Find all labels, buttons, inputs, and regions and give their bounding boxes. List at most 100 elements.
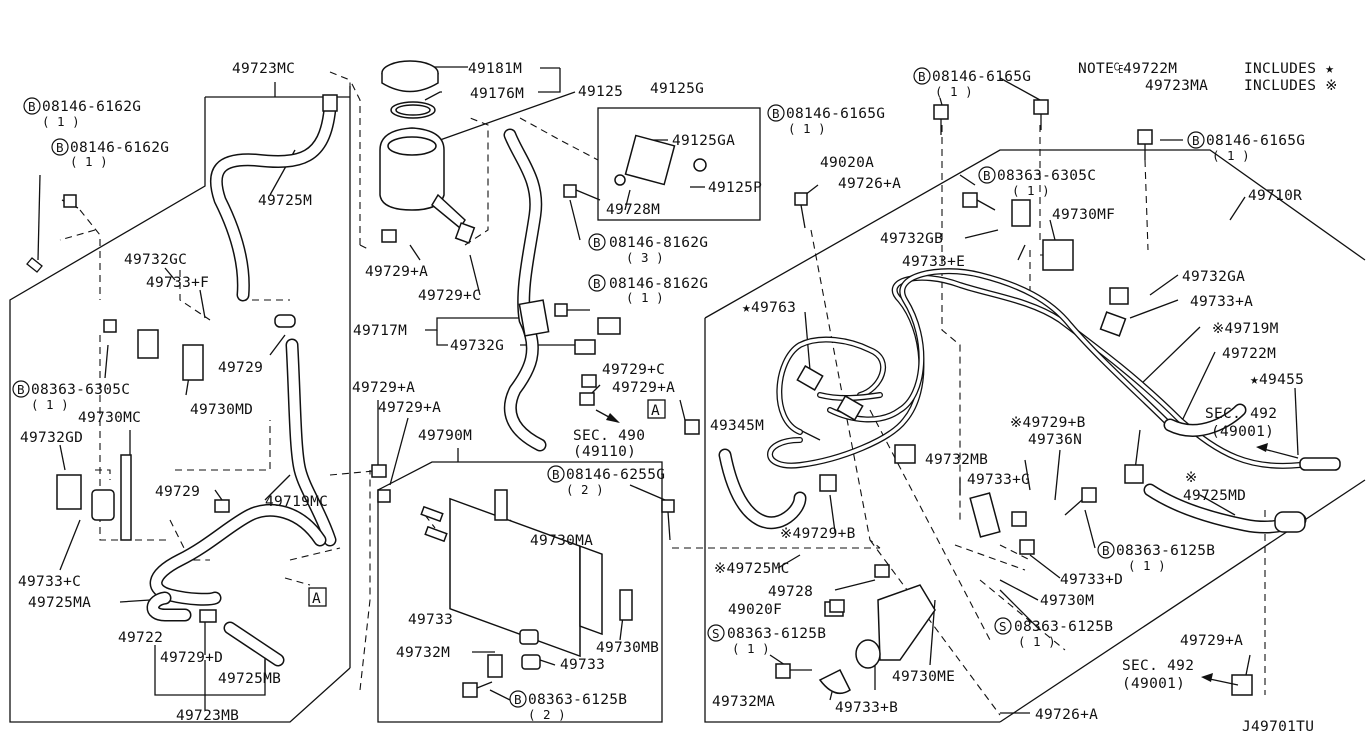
part-label: 49730MF	[1052, 207, 1115, 223]
part-label: 08146-8162G	[609, 276, 708, 292]
part-label: SEC. 492	[1122, 658, 1194, 674]
part-label: 08146-6162G	[42, 99, 141, 115]
part-label: 49733+G	[967, 472, 1030, 488]
part-label: 49733	[408, 612, 453, 628]
part-label: SEC. 490	[573, 428, 645, 444]
part-label: 49723MC	[232, 61, 295, 77]
part-label: ※49719M	[1212, 321, 1279, 337]
part-label: 49730M	[1040, 593, 1094, 609]
marker-s: S	[712, 626, 720, 641]
part-label: ★49763	[742, 300, 796, 316]
part-label: 49726+A	[838, 176, 901, 192]
part-label: 49729+D	[160, 650, 223, 666]
ref-box-a-left[interactable]: A	[308, 587, 327, 607]
part-label: 49729+C	[602, 362, 665, 378]
qty-label: ( 1 )	[1128, 558, 1166, 573]
diagram-code: J49701TU	[1242, 719, 1314, 735]
part-label: 08363-6125B	[1116, 543, 1215, 559]
part-label: 49730MB	[596, 640, 659, 656]
qty-label: ( 1 )	[1012, 183, 1050, 198]
part-label: 49729+A	[352, 380, 415, 396]
qty-label: ( 1 )	[70, 154, 108, 169]
part-label: 49732MB	[925, 452, 988, 468]
part-label: ★49455	[1250, 372, 1304, 388]
part-label: 08146-6165G	[932, 69, 1031, 85]
qty-label: ( 2 )	[528, 707, 566, 722]
part-label: 49729+A	[365, 264, 428, 280]
note-line1-left: NOTE₠49722M	[1078, 61, 1177, 77]
qty-label: ( 1 )	[1018, 634, 1056, 649]
qty-label: ( 1 )	[31, 397, 69, 412]
qty-label: ( 3 )	[626, 250, 664, 265]
leader-lines	[59, 66, 1299, 714]
part-label: ※49729+B	[1010, 415, 1086, 431]
part-label: ※49729+B	[780, 526, 856, 542]
marker-b: B	[1102, 543, 1110, 558]
part-label: 49345M	[710, 418, 764, 434]
qty-label: ( 1 )	[732, 641, 770, 656]
part-label: 49717M	[353, 323, 407, 339]
part-label: 08363-6125B	[727, 626, 826, 642]
part-label: 49725MD	[1183, 488, 1246, 504]
note-line2-left: 49723MA	[1145, 78, 1208, 94]
ref-box-a-left-label: A	[312, 591, 321, 607]
ref-box-a-right[interactable]: A	[647, 399, 666, 419]
part-label: 49733+F	[146, 275, 209, 291]
note-line1-right: INCLUDES ★	[1244, 61, 1334, 77]
marker-b: B	[593, 276, 601, 291]
part-label: 49125GA	[672, 133, 735, 149]
part-label: 49125G	[650, 81, 704, 97]
part-label: 49733+E	[902, 254, 965, 270]
part-label: 49020F	[728, 602, 782, 618]
part-label: 49722	[118, 630, 163, 646]
part-label: 49729+A	[378, 400, 441, 416]
part-label: 49732G	[450, 338, 504, 354]
part-label: 49176M	[470, 86, 524, 102]
bolts	[26, 99, 1153, 698]
part-label: 49732M	[396, 645, 450, 661]
part-label: 49125	[578, 84, 623, 100]
part-label: 49733+B	[835, 700, 898, 716]
part-label: 49728	[768, 584, 813, 600]
part-label: 08146-8162G	[609, 235, 708, 251]
part-label: 49725MB	[218, 671, 281, 687]
part-shapes	[56, 60, 1306, 696]
part-label: 08363-6305C	[31, 382, 130, 398]
part-label: 49725MA	[28, 595, 91, 611]
marker-b: B	[56, 140, 64, 155]
marker-b: B	[593, 235, 601, 250]
part-label: 08363-6305C	[997, 168, 1096, 184]
part-label: 08146-6165G	[786, 106, 885, 122]
part-label: 49736N	[1028, 432, 1082, 448]
cooler-panel-frame	[377, 461, 663, 723]
part-label: 49733+A	[1190, 294, 1253, 310]
part-label: 49730ME	[892, 669, 955, 685]
part-label: 49732GC	[124, 252, 187, 268]
qty-label: ( 1 )	[1212, 148, 1250, 163]
part-label: 49733+D	[1060, 572, 1123, 588]
flow-arrows	[595, 409, 1299, 686]
part-label: (49110)	[573, 444, 636, 460]
marker-b: B	[514, 692, 522, 707]
qty-label: ( 1 )	[788, 121, 826, 136]
marker-b: B	[17, 382, 25, 397]
part-label: 49710R	[1248, 188, 1302, 204]
marker-b: B	[1192, 133, 1200, 148]
part-label: 49730MC	[78, 410, 141, 426]
part-label: 49733+C	[18, 574, 81, 590]
part-label: 49790M	[418, 428, 472, 444]
part-label: 08146-6162G	[70, 140, 169, 156]
part-label: 08146-6255G	[566, 467, 665, 483]
marker-b: B	[552, 467, 560, 482]
part-label: 49125P	[708, 180, 762, 196]
qty-label: ( 2 )	[566, 482, 604, 497]
ref-box-a-right-label: A	[651, 403, 660, 419]
part-label: 49725M	[258, 193, 312, 209]
part-label: 08363-6125B	[1014, 619, 1113, 635]
part-label: 49723MB	[176, 708, 239, 724]
part-label: 08363-6125B	[528, 692, 627, 708]
part-label: 49733	[560, 657, 605, 673]
part-label: 49722M	[1222, 346, 1276, 362]
part-label: 49729	[218, 360, 263, 376]
